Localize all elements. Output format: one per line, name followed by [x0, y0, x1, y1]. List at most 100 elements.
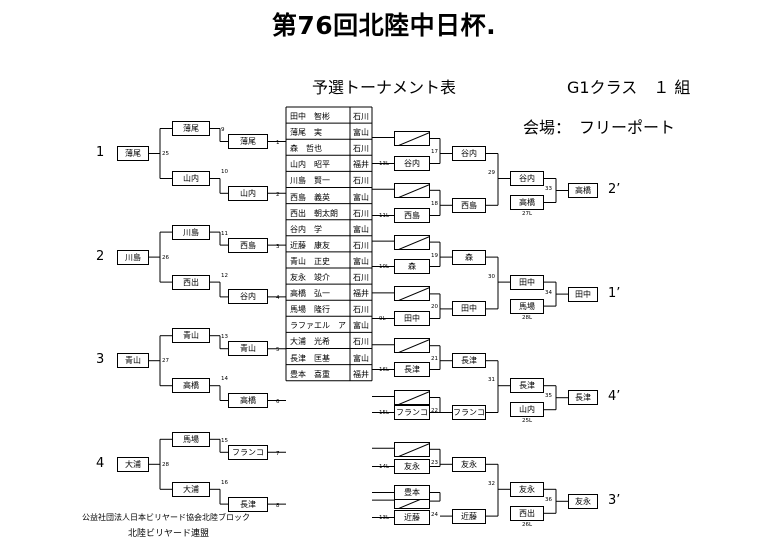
- footer-league: 北陸ビリヤード連盟: [128, 529, 210, 539]
- match-number: 21: [431, 356, 438, 363]
- match-number: 18: [431, 200, 438, 207]
- player-name: 山内 昭平: [290, 160, 330, 170]
- empty-slot: [394, 234, 430, 250]
- player-pref: 富山: [353, 256, 369, 266]
- venue-label: 会場： フリーポート: [523, 118, 676, 137]
- seed-player: 川島: [117, 249, 149, 265]
- loser-round-b-winner: 長津: [510, 378, 544, 394]
- loser-round-b-entry: 西出: [510, 505, 544, 521]
- match-number: 5: [276, 347, 280, 354]
- round2-winner: 西出: [172, 274, 210, 290]
- match-number: 31: [488, 377, 495, 384]
- loser-round-b-entry: 山内: [510, 402, 544, 418]
- match-number: 22: [431, 408, 438, 414]
- empty-slot: [394, 390, 430, 405]
- round1-winner: 長津: [228, 496, 268, 512]
- player-pref: 富山: [353, 192, 369, 202]
- loser-round-a-winner: 西島: [452, 197, 486, 213]
- player-name: 西島 義英: [290, 192, 330, 202]
- match-number: 17: [431, 149, 438, 155]
- seed-number: 2: [96, 248, 105, 264]
- loser-label: 14L: [379, 464, 390, 470]
- player-pref: 福井: [353, 289, 369, 299]
- loser-round-a-winner: 谷内: [452, 146, 486, 161]
- loser-label: 25L: [522, 418, 533, 425]
- seed-player: 青山: [117, 353, 149, 369]
- loser-label: 16L: [379, 367, 390, 373]
- match-number: 13: [221, 334, 228, 341]
- loser-round-a-winner: フランコ: [452, 405, 486, 420]
- match-number: 7: [276, 450, 280, 457]
- match-number: 15: [221, 437, 228, 444]
- loser-label: 27L: [522, 211, 533, 217]
- seed-player: 大浦: [117, 456, 149, 472]
- qualifier: 友永: [568, 493, 598, 509]
- match-number: 8: [276, 502, 280, 509]
- match-number: 6: [276, 399, 280, 405]
- empty-slot: [394, 286, 430, 302]
- seed-player: 薄尾: [117, 146, 149, 161]
- loser-label: 9L: [379, 316, 386, 322]
- loser-round-b-winner: 田中: [510, 274, 544, 290]
- loser-round-a-winner: 田中: [452, 301, 486, 317]
- round2-winner: 馬場: [172, 431, 210, 447]
- qualifier-seed: 4’: [608, 389, 621, 405]
- round1-winner: フランコ: [228, 444, 268, 460]
- seed-number: 3: [96, 352, 105, 368]
- player-name: 谷内 学: [290, 224, 322, 234]
- match-number: 34: [545, 289, 552, 296]
- round1-winner: 青山: [228, 341, 268, 357]
- round1-winner: 谷内: [228, 289, 268, 305]
- class-label: G1クラス １ 組: [567, 78, 691, 97]
- player-name: 西出 朝太朗: [290, 208, 338, 218]
- empty-slot: [394, 182, 430, 198]
- loser-label: 13L: [379, 515, 390, 521]
- player-name: 近藤 康友: [290, 240, 330, 250]
- match-number: 25: [162, 151, 169, 157]
- player-pref: 富山: [353, 128, 369, 138]
- empty-slot: [394, 338, 430, 354]
- seed-number: 1: [96, 145, 105, 160]
- match-number: 29: [488, 170, 495, 176]
- loser-label: 10L: [379, 264, 390, 270]
- loser-entry: 近藤: [394, 510, 430, 525]
- player-pref: 石川: [353, 305, 369, 315]
- player-name: 大浦 光希: [290, 337, 330, 347]
- bracket-subtitle: 予選トーナメント表: [312, 78, 457, 97]
- loser-label: 26L: [522, 521, 533, 528]
- loser-entry: 西島: [394, 208, 430, 223]
- seed-number: 4: [96, 455, 105, 471]
- player-pref: 石川: [353, 240, 369, 250]
- player-name: 川島 賢一: [290, 176, 330, 186]
- player-pref: 福井: [353, 160, 369, 170]
- player-name: 長津 匡基: [290, 353, 330, 363]
- qualifier-seed: 1’: [608, 285, 621, 301]
- match-number: 36: [545, 496, 552, 503]
- loser-entry: 長津: [394, 362, 430, 377]
- match-number: 33: [545, 186, 552, 192]
- round1-winner: 薄尾: [228, 134, 268, 149]
- match-number: 30: [488, 273, 495, 280]
- loser-label: 11L: [379, 213, 390, 219]
- qualifier-seed: 3’: [608, 492, 621, 508]
- player-pref: 富山: [353, 321, 369, 331]
- qualifier: 長津: [568, 390, 598, 406]
- match-number: 4: [276, 295, 280, 302]
- match-number: 35: [545, 393, 552, 400]
- footer-org: 公益社団法人日本ビリヤード協会北陸ブロック: [82, 513, 250, 522]
- loser-round-a-winner: 近藤: [452, 508, 486, 524]
- loser-entry: 田中: [394, 311, 430, 326]
- match-number: 23: [431, 459, 438, 466]
- loser-entry: フランコ: [394, 405, 430, 420]
- empty-slot: [394, 131, 430, 146]
- round1-winner: 高橋: [228, 393, 268, 408]
- match-number: 12: [221, 272, 228, 279]
- qualifier: 高橋: [568, 183, 598, 198]
- loser-label: 28L: [522, 314, 533, 321]
- match-number: 24: [431, 511, 438, 518]
- loser-entry: 豊本: [394, 485, 430, 500]
- player-pref: 石川: [353, 176, 369, 186]
- empty-slot: [394, 441, 430, 457]
- round2-winner: 川島: [172, 224, 210, 240]
